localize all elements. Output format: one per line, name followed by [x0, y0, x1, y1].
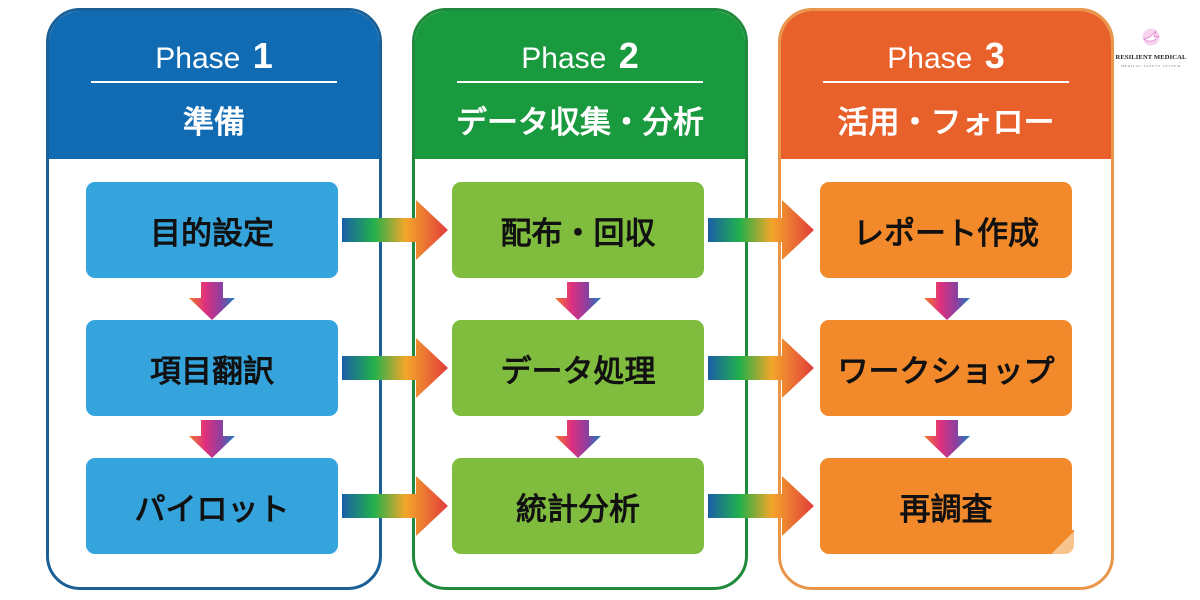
flow-arrow-down-icon	[555, 420, 601, 458]
flow-arrow-down-icon	[924, 282, 970, 320]
phase-2-header: Phase 2 データ収集・分析	[415, 11, 745, 159]
step-box: レポート作成	[820, 182, 1072, 278]
step-box: 項目翻訳	[86, 320, 338, 416]
page-curl-decoration	[1052, 530, 1074, 554]
flow-arrow-right-icon	[708, 476, 814, 536]
phase-1-title: Phase 1	[49, 35, 379, 77]
step-box: 再調査	[820, 458, 1072, 554]
step-box: パイロット	[86, 458, 338, 554]
flow-arrow-right-icon	[342, 476, 448, 536]
step-box: 統計分析	[452, 458, 704, 554]
logo-name: RESILIENT MEDICAL	[1115, 54, 1187, 61]
dove-icon	[1142, 28, 1160, 46]
flow-arrow-right-icon	[342, 200, 448, 260]
phase-number: 3	[984, 35, 1005, 76]
flow-arrow-right-icon	[708, 338, 814, 398]
step-box: データ処理	[452, 320, 704, 416]
phase-2-subtitle: データ収集・分析	[456, 105, 704, 141]
step-box: ワークショップ	[820, 320, 1072, 416]
flow-arrow-down-icon	[189, 282, 235, 320]
step-box: 配布・回収	[452, 182, 704, 278]
phase-3-header: Phase 3 活用・フォロー	[781, 11, 1111, 159]
phase-label: Phase	[887, 42, 973, 75]
brand-logo: RESILIENT MEDICAL MEDICAL SAFETY SYSTEM	[1112, 26, 1192, 72]
phase-label: Phase	[521, 42, 607, 75]
phase-1-subtitle: 準備	[183, 105, 245, 141]
header-divider	[91, 81, 337, 83]
step-box: 目的設定	[86, 182, 338, 278]
phase-2-title: Phase 2	[415, 35, 745, 77]
flow-arrow-right-icon	[342, 338, 448, 398]
phase-label: Phase	[155, 42, 241, 75]
header-divider	[457, 81, 703, 83]
phase-number: 2	[618, 35, 639, 76]
phase-number: 1	[252, 35, 273, 76]
flow-arrow-down-icon	[924, 420, 970, 458]
header-divider	[823, 81, 1069, 83]
phase-3-title: Phase 3	[781, 35, 1111, 77]
phase-3-subtitle: 活用・フォロー	[837, 105, 1055, 141]
logo-tagline: MEDICAL SAFETY SYSTEM	[1121, 64, 1181, 68]
flow-arrow-down-icon	[555, 282, 601, 320]
phase-1-header: Phase 1 準備	[49, 11, 379, 159]
flow-arrow-down-icon	[189, 420, 235, 458]
flow-arrow-right-icon	[708, 200, 814, 260]
